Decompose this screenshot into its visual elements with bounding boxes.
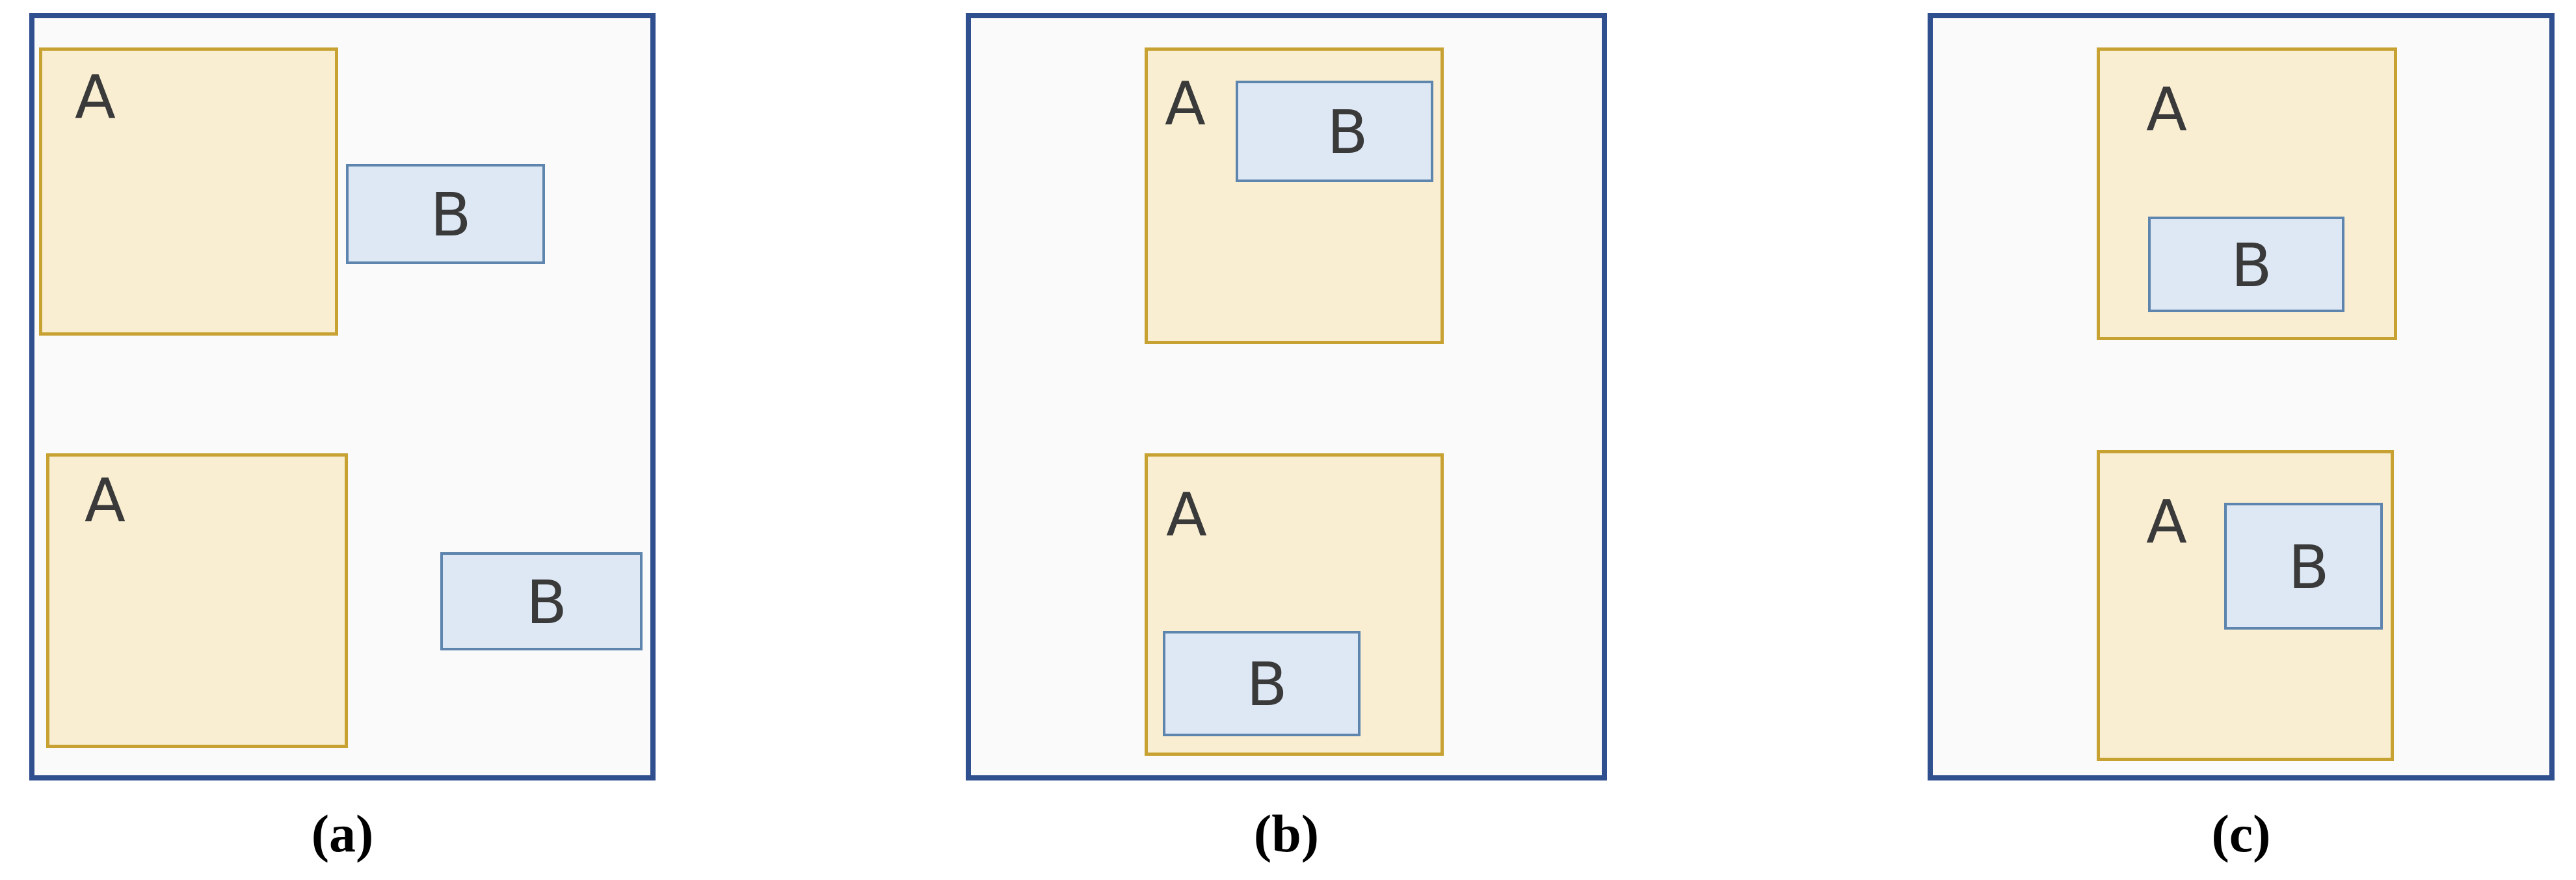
region-a-label: A <box>75 62 116 132</box>
region-b-top: B <box>2148 217 2344 312</box>
region-a-bottom: A <box>46 453 348 748</box>
region-b-top: B <box>1236 81 1433 182</box>
region-a-label: A <box>1165 69 1206 139</box>
panel-a-caption: (a) <box>311 804 374 863</box>
region-b-label: B <box>430 180 471 250</box>
region-a-label: A <box>1166 480 1207 550</box>
region-a-top: A <box>39 47 338 336</box>
region-b-label: B <box>1246 650 1288 719</box>
region-b-bottom: B <box>440 552 643 650</box>
region-a-label: A <box>2146 487 2187 557</box>
panel-c-caption: (c) <box>2211 804 2271 863</box>
panel-b: A B A B <box>966 13 1607 780</box>
region-b-label: B <box>1327 98 1368 167</box>
region-a-label: A <box>85 466 126 535</box>
region-b-bottom: B <box>1163 631 1361 736</box>
panel-c: A B A B <box>1928 13 2555 780</box>
region-b-label: B <box>2288 532 2330 602</box>
region-b-label: B <box>525 567 568 637</box>
region-b-label: B <box>2231 230 2272 300</box>
region-a-label: A <box>2146 75 2187 144</box>
panel-b-caption: (b) <box>1253 804 1320 863</box>
region-b-bottom: B <box>2224 503 2383 630</box>
region-b-top: B <box>346 164 545 264</box>
panel-a: A B A B <box>29 13 656 780</box>
